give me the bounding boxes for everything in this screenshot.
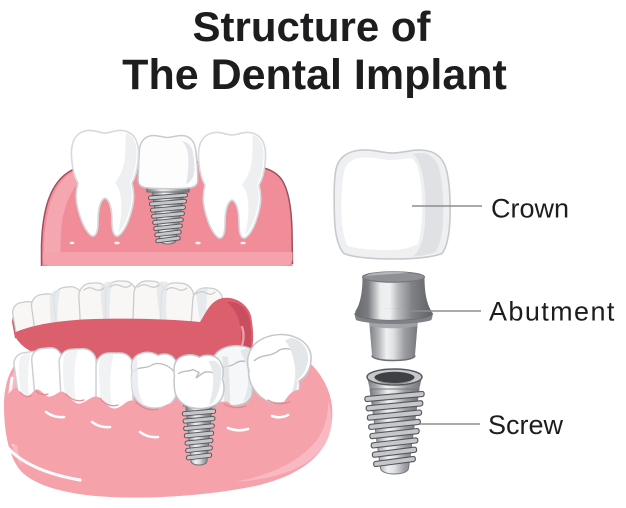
svg-text:The Dental Implant: The Dental Implant bbox=[122, 51, 507, 99]
svg-text:Abutment: Abutment bbox=[489, 297, 616, 327]
svg-text:Crown: Crown bbox=[491, 194, 569, 224]
svg-text:Structure of: Structure of bbox=[192, 3, 431, 50]
svg-text:Screw: Screw bbox=[488, 410, 564, 440]
